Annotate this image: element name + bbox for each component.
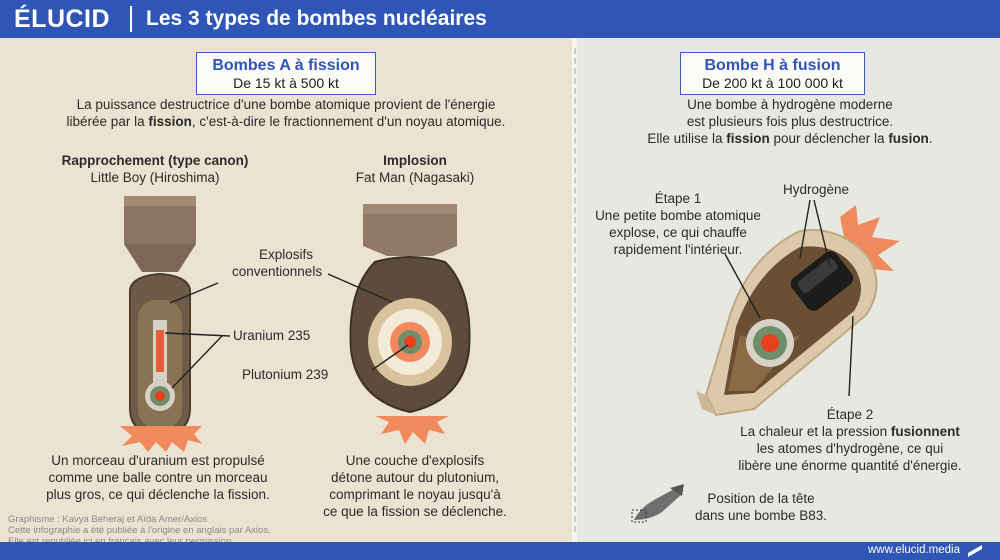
- implosion-desc-line-4: ce que la fission se déclenche.: [323, 504, 507, 519]
- b83-bomb-icon: [631, 484, 684, 523]
- step1-text: Étape 1 Une petite bombe atomique explos…: [578, 190, 778, 258]
- gun-type-name: Little Boy (Hiroshima): [90, 170, 220, 185]
- elucid-logo[interactable]: ÉLUCID: [14, 4, 111, 33]
- credits: Graphisme : Kavya Beheraj et Aïda Amer/A…: [8, 514, 271, 547]
- fat-man-burst: [375, 416, 449, 444]
- fusion-intro-text-a: Elle utilise la: [647, 131, 727, 146]
- gun-desc-line-2: comme une balle contre un morceau: [48, 470, 268, 485]
- panel-divider: [574, 48, 576, 532]
- little-boy-tail: [124, 196, 196, 272]
- uranium-bullet: [156, 330, 164, 372]
- fat-man-illustration: [349, 204, 471, 444]
- fission-leader-lines: [164, 273, 409, 389]
- credit-line-3: Elle est republiée ici en français avec …: [8, 536, 271, 547]
- fission-intro-line-2: libérée par la fission, c'est-à-dire le …: [30, 113, 542, 130]
- fission-intro-text-a: libérée par la: [66, 114, 149, 129]
- implosion-name: Fat Man (Nagasaki): [355, 170, 475, 185]
- b83-position-text: Position de la tête dans une bombe B83.: [676, 490, 846, 524]
- fission-yield: De 15 kt à 500 kt: [233, 75, 339, 91]
- page-title: Les 3 types de bombes nucléaires: [146, 7, 487, 30]
- fission-panel: [0, 38, 572, 542]
- step1-line-2: explose, ce qui chauffe: [609, 225, 747, 240]
- fission-intro-keyword: fission: [148, 114, 192, 129]
- fission-title-box: Bombes A à fission De 15 kt à 500 kt: [196, 52, 376, 95]
- fat-man-tail: [363, 204, 457, 256]
- fusion-leader-lines: [724, 199, 854, 397]
- implosion-heading: Implosion: [383, 153, 447, 168]
- implosion-header: Implosion Fat Man (Nagasaki): [320, 152, 510, 186]
- b83-position-line-2: dans une bombe B83.: [694, 508, 828, 523]
- warhead-nose-ring: [696, 391, 716, 415]
- uranium-target-core: [155, 391, 165, 401]
- step2-line-2: les atomes d'hydrogène, ce qui: [756, 441, 944, 456]
- fusion-intro-line-2: est plusieurs fois plus destructrice.: [686, 114, 894, 129]
- credit-line-2: Cette infographie a été publiée à l'orig…: [8, 525, 271, 536]
- step2-text-a: La chaleur et la pression: [740, 424, 891, 439]
- implosion-desc-line-2: détone autour du plutonium,: [330, 470, 500, 485]
- fusion-intro-line-1: Une bombe à hydrogène moderne: [687, 97, 893, 112]
- fission-intro: La puissance destructrice d'une bombe at…: [30, 96, 542, 130]
- step2-title: Étape 2: [826, 407, 874, 422]
- hydrogen-secondary: [790, 251, 854, 311]
- implosion-desc-line-3: comprimant le noyau jusqu'à: [329, 487, 501, 502]
- gun-desc-line-3: plus gros, ce qui déclenche la fission.: [46, 487, 270, 502]
- step1-line-1: Une petite bombe atomique: [595, 208, 761, 223]
- fusion-intro: Une bombe à hydrogène moderne est plusie…: [600, 96, 980, 147]
- credit-line-1: Graphisme : Kavya Beheraj et Aïda Amer/A…: [8, 514, 208, 525]
- fusion-intro-text-e: .: [928, 131, 933, 146]
- step2-line-1: La chaleur et la pression fusionnent: [702, 423, 998, 440]
- little-boy-illustration: [120, 196, 202, 452]
- gun-type-description: Un morceau d'uranium est propulsé comme …: [28, 452, 288, 503]
- step2-text: Étape 2 La chaleur et la pression fusion…: [702, 406, 998, 474]
- h-bomb-warhead-illustration: [696, 205, 900, 417]
- explosives-label-line-2: conventionnels: [232, 264, 323, 279]
- fusion-intro-keyword-fusion: fusion: [888, 131, 929, 146]
- implosion-description: Une couche d'explosifs détone autour du …: [300, 452, 530, 520]
- step1-line-3: rapidement l'intérieur.: [613, 242, 743, 257]
- implosion-desc-line-1: Une couche d'explosifs: [345, 453, 485, 468]
- fission-title: Bombes A à fission: [212, 57, 360, 74]
- fusion-yield: De 200 kt à 100 000 kt: [702, 75, 843, 91]
- fusion-title-box: Bombe H à fusion De 200 kt à 100 000 kt: [680, 52, 865, 95]
- gun-desc-line-1: Un morceau d'uranium est propulsé: [51, 453, 265, 468]
- uranium-label: Uranium 235: [233, 328, 311, 343]
- site-link[interactable]: www.elucid.media: [867, 544, 960, 556]
- plutonium-label: Plutonium 239: [242, 367, 329, 382]
- fusion-intro-text-c: pour déclencher la: [769, 131, 889, 146]
- fission-intro-line-1: La puissance destructrice d'une bombe at…: [76, 97, 496, 112]
- elucid-mark-icon: [968, 545, 982, 557]
- header-bar: ÉLUCID Les 3 types de bombes nucléaires: [0, 0, 1000, 38]
- explosives-label: Explosifs conventionnels: [232, 246, 322, 280]
- step2-line-3: libère une énorme quantité d'énergie.: [738, 458, 962, 473]
- fusion-intro-keyword-fission: fission: [726, 131, 770, 146]
- gun-type-heading: Rapprochement (type canon): [61, 153, 249, 168]
- fission-intro-text-c: , c'est-à-dire le fractionnement d'un no…: [191, 114, 506, 129]
- gun-type-header: Rapprochement (type canon) Little Boy (H…: [40, 152, 270, 186]
- explosives-label-line-1: Explosifs: [259, 247, 314, 262]
- footer-bar: www.elucid.media: [0, 542, 1000, 560]
- step1-title: Étape 1: [654, 191, 702, 206]
- fusion-intro-line-3: Elle utilise la fission pour déclencher …: [600, 130, 980, 147]
- fat-man-tail-rim: [363, 204, 457, 214]
- step2-keyword: fusionnent: [890, 424, 960, 439]
- header-divider: [130, 6, 132, 32]
- primary-core: [761, 334, 779, 352]
- hydrogen-label: Hydrogène: [783, 182, 850, 197]
- little-boy-burst: [120, 426, 202, 452]
- b83-position-line-1: Position de la tête: [707, 491, 815, 506]
- fusion-title: Bombe H à fusion: [704, 57, 841, 74]
